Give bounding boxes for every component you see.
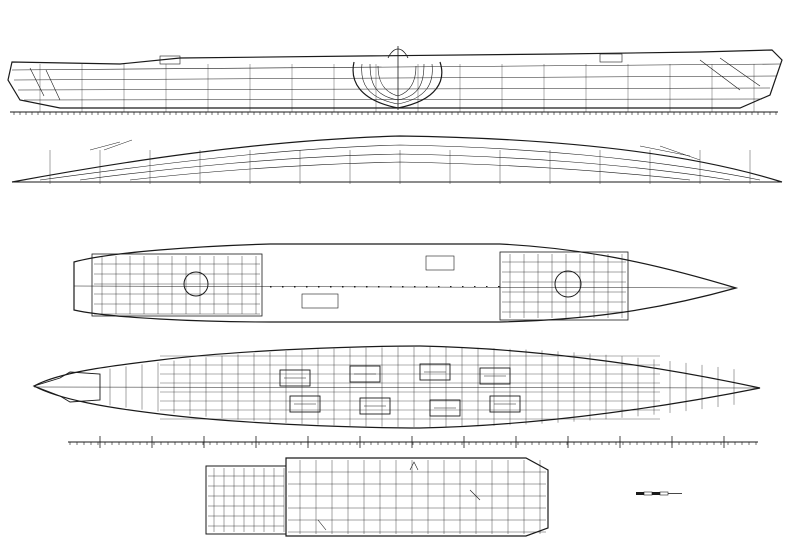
scale-bar [636,491,682,496]
upper-deck-centerline-dots [270,286,500,288]
hold-plan-view [205,457,549,537]
lines-station-lines [49,150,751,184]
profile-frame-ticks [13,64,777,115]
body-plan-sections [352,46,443,110]
hold-plan-compartments [208,460,546,534]
lines-plan-view [11,135,783,184]
lower-deck-plan-view [32,345,761,448]
profile-view [7,46,783,115]
fore-turret-barbette [554,270,582,298]
lower-deck-machinery [279,363,521,417]
lower-deck-compartments [109,347,735,427]
aft-turret-barbette [183,271,209,297]
upper-deck-plan-view [73,243,739,323]
upper-deck-fore-compartments [502,254,626,318]
lower-deck-frame-ticks [69,436,757,448]
upper-deck-aft-compartments [94,256,260,315]
